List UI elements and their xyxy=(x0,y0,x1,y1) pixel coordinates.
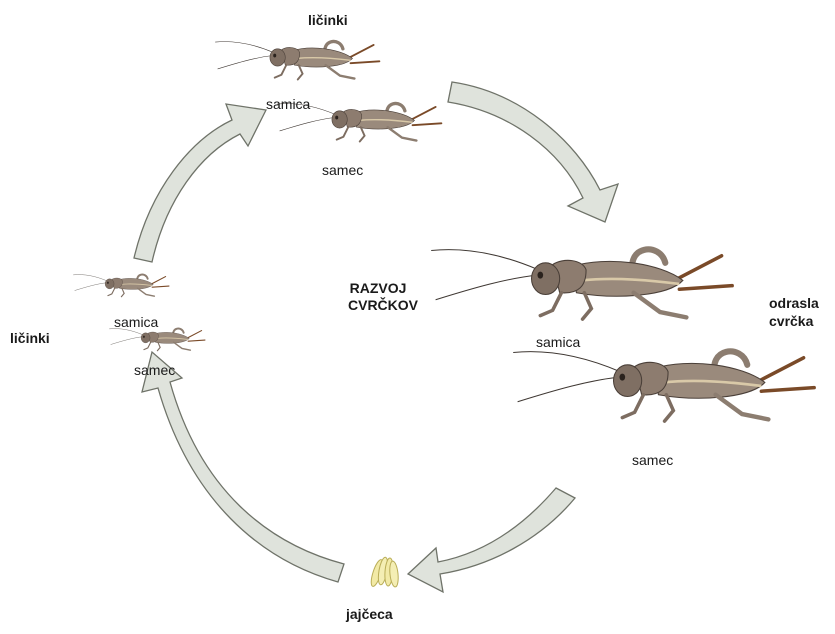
cycle-arrow-bottom-right xyxy=(408,488,575,592)
title-line-2: CVRČKOV xyxy=(348,297,408,314)
cricket-adult-female-icon xyxy=(431,249,732,319)
cricket-nymph-male-left-icon xyxy=(109,329,205,351)
cricket-nymph-female-top-icon xyxy=(215,41,379,79)
top-female-label: samica xyxy=(266,96,310,113)
eggs-icon xyxy=(369,557,399,588)
cycle-arrow-top-right xyxy=(448,82,618,222)
adult-heading-line-1: odrasla xyxy=(769,294,819,312)
cricket-adult-male-icon xyxy=(513,351,814,421)
top-stage-heading: ličinki xyxy=(308,12,348,29)
adult-heading-line-2: cvrčka xyxy=(769,312,819,330)
diagram-title: RAZVOJ CVRČKOV xyxy=(348,280,408,314)
adult-male-label: samec xyxy=(632,452,673,469)
adult-female-label: samica xyxy=(536,334,580,351)
adult-stage-heading: odrasla cvrčka xyxy=(769,294,819,330)
title-line-1: RAZVOJ xyxy=(348,280,408,297)
left-stage-heading: ličinki xyxy=(10,330,50,347)
left-female-label: samica xyxy=(114,314,158,331)
left-male-label: samec xyxy=(134,362,175,379)
eggs-stage-heading: jajčeca xyxy=(346,606,393,623)
cycle-arrow-top-left xyxy=(134,104,266,262)
top-male-label: samec xyxy=(322,162,363,179)
cricket-nymph-female-left-icon xyxy=(73,275,169,297)
cycle-arrow-bottom-left xyxy=(142,352,344,582)
